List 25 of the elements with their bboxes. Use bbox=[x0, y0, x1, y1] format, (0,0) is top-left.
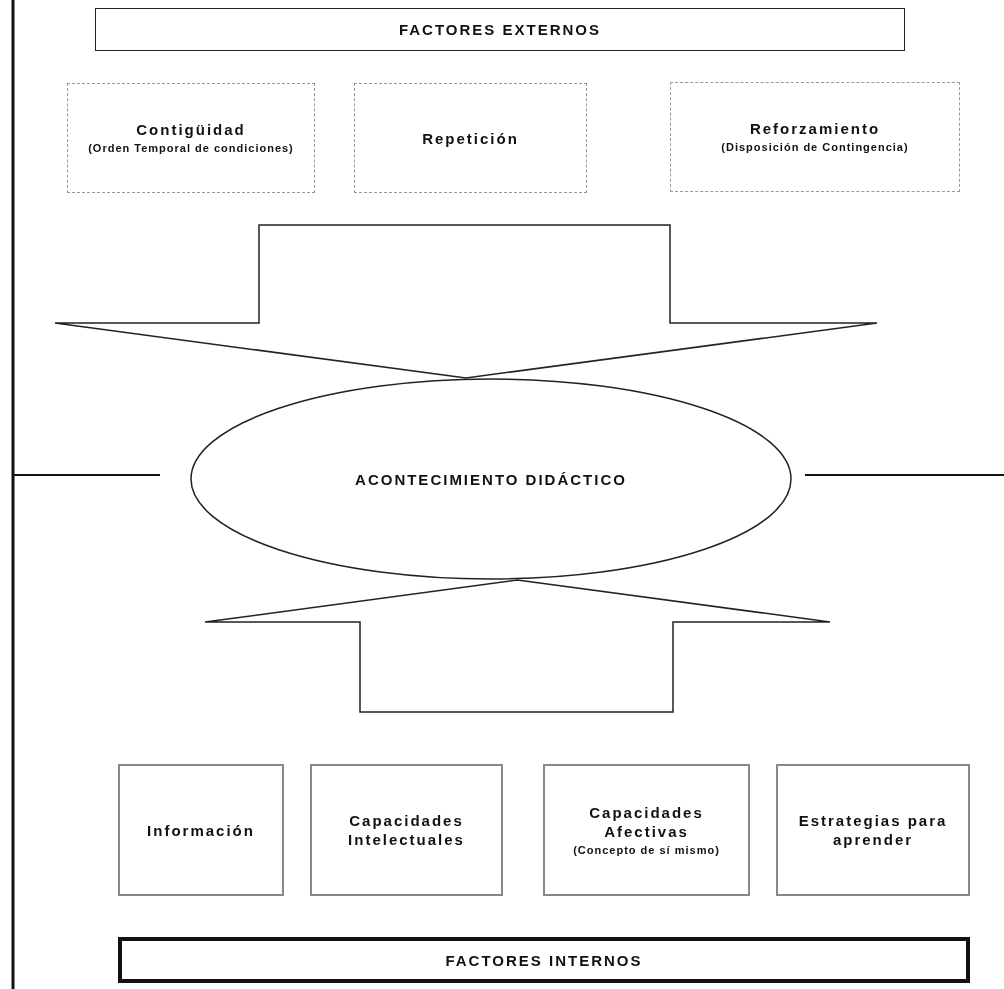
node-label: Repetición bbox=[422, 128, 519, 148]
factor-box bbox=[118, 764, 284, 896]
node-label: Información bbox=[147, 820, 255, 840]
node-label: FACTORES EXTERNOS bbox=[398, 20, 602, 39]
factor-box bbox=[670, 82, 960, 192]
node-label: Contigüidad bbox=[136, 120, 246, 139]
factor-box bbox=[310, 764, 503, 896]
node-label: Reforzamiento bbox=[749, 119, 881, 138]
event-ellipse bbox=[190, 378, 792, 580]
factor-box bbox=[543, 764, 750, 896]
node-label: FACTORES INTERNOS bbox=[445, 950, 643, 970]
factor-box bbox=[354, 83, 587, 193]
factor-box bbox=[776, 764, 970, 896]
node-subtitle: (Concepto de sí mismo) bbox=[573, 842, 720, 858]
node-label: Capacidades Intelectuales bbox=[347, 811, 466, 849]
node-subtitle: (Orden Temporal de condiciones) bbox=[88, 141, 294, 156]
title-box bbox=[95, 8, 905, 51]
node-label: ACONTECIMIENTO DIDÁCTICO bbox=[355, 469, 627, 489]
node-subtitle: (Disposición de Contingencia) bbox=[721, 140, 909, 155]
block-arrow bbox=[54, 224, 878, 379]
block-arrow bbox=[204, 579, 831, 713]
factor-box bbox=[67, 83, 315, 193]
title-box bbox=[118, 937, 970, 983]
node-label: Capacidades Afectivas bbox=[588, 802, 705, 841]
node-label: Estrategias para aprender bbox=[797, 811, 949, 849]
